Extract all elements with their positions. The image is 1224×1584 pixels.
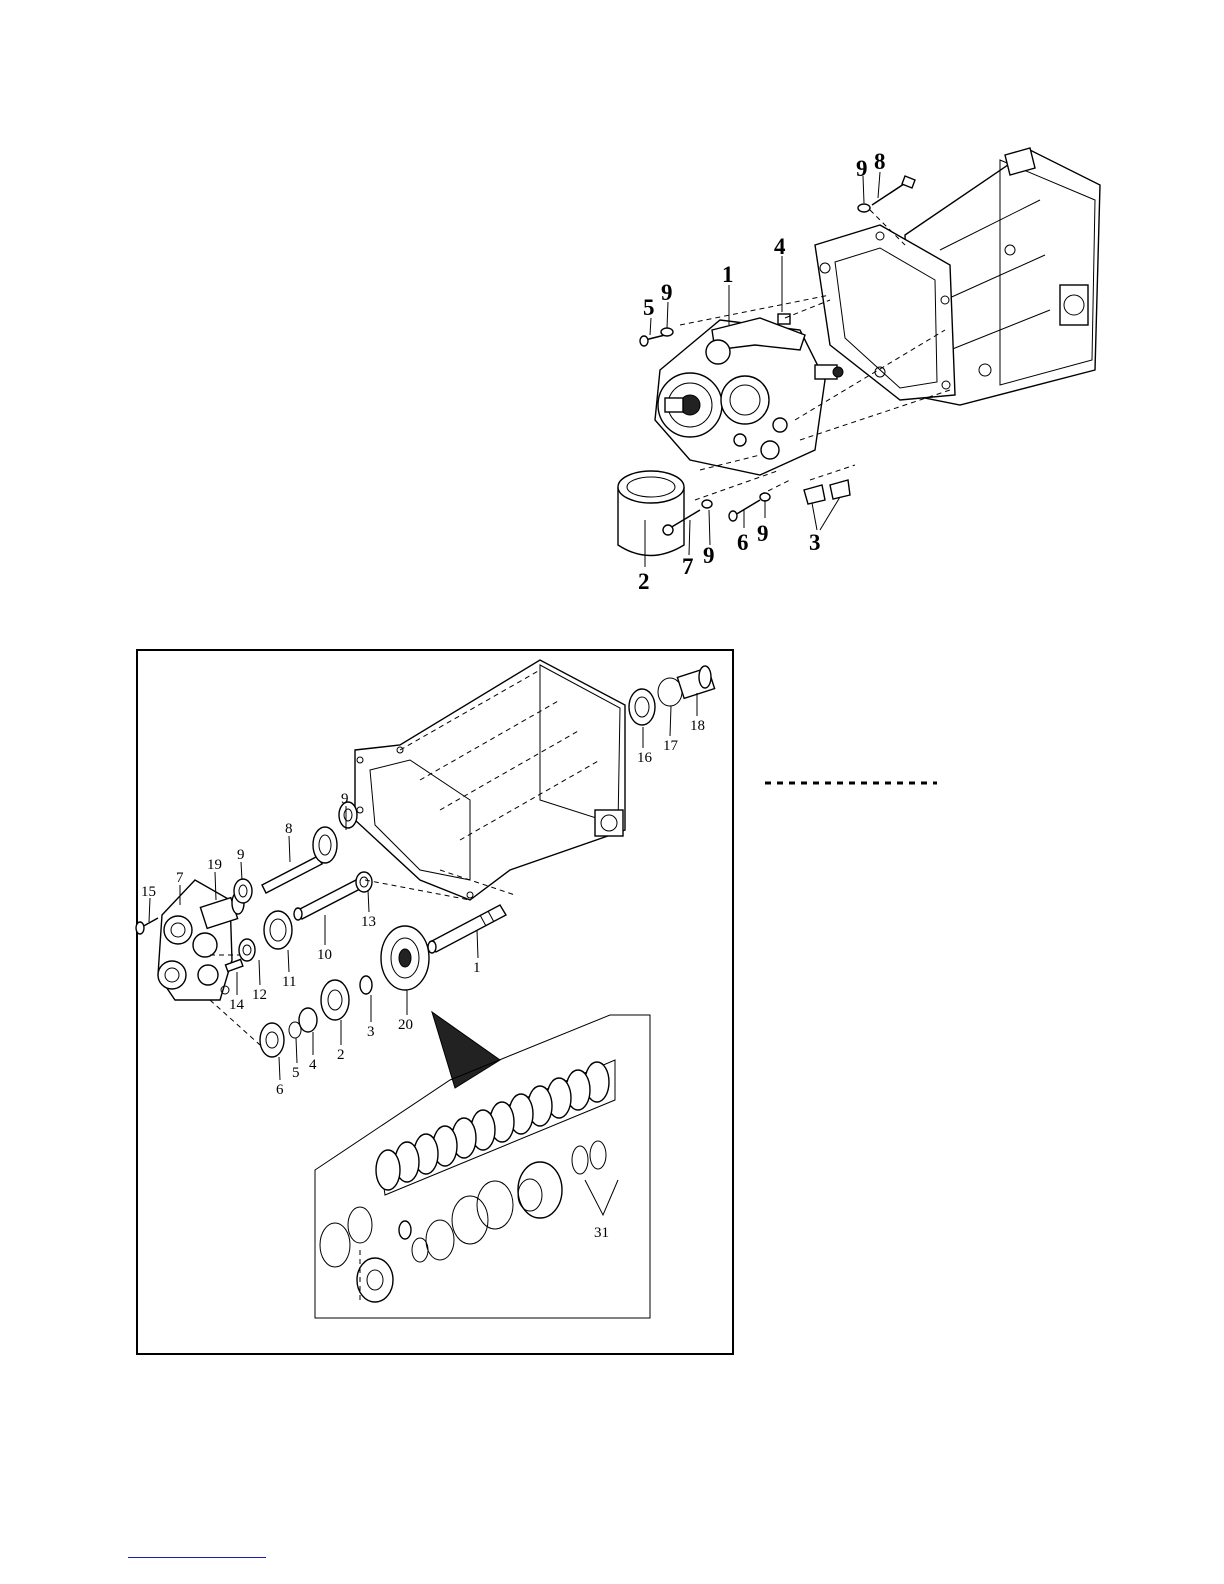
- detail-pointer: [432, 1012, 500, 1088]
- clutch-pack-20: [381, 926, 429, 990]
- callout-bottom-9-upper: 9: [341, 791, 349, 807]
- callout-top-2: 2: [638, 569, 650, 594]
- callout-bottom-6: 6: [276, 1082, 284, 1098]
- callout-bottom-15: 15: [141, 884, 156, 900]
- callout-bottom-18: 18: [690, 718, 705, 734]
- callout-top-3: 3: [809, 530, 821, 555]
- callout-bottom-1: 1: [473, 960, 481, 976]
- callout-bottom-16: 16: [637, 750, 653, 766]
- callout-bottom-10: 10: [317, 947, 332, 963]
- gear-11-bearing-12: [239, 911, 292, 961]
- callout-bottom-20: 20: [398, 1017, 413, 1033]
- callout-top-9-left: 9: [661, 280, 673, 305]
- clutch-discs: [376, 1062, 609, 1190]
- callout-bottom-5: 5: [292, 1065, 300, 1081]
- callout-top-7: 7: [682, 554, 694, 579]
- callout-bottom-2: 2: [337, 1047, 345, 1063]
- hydraulic-pump: [655, 318, 843, 475]
- callout-top-8: 8: [874, 149, 886, 174]
- footer-rule: [128, 1557, 266, 1558]
- bottom-illustration: 1 2 3 4 5 6 7 8 9 9 10 11 12 13 14 15 16…: [136, 660, 715, 1318]
- transmission-housing-top: [815, 148, 1100, 405]
- callout-top-9-right: 9: [757, 521, 769, 546]
- callout-bottom-7: 7: [176, 870, 184, 886]
- callout-top-5: 5: [643, 295, 655, 320]
- top-illustration: 1 2 3 4 5 6 7 8 9 9 9 9: [618, 148, 1100, 594]
- callout-top-6: 6: [737, 530, 749, 555]
- callout-top-9-lower: 9: [703, 543, 715, 568]
- callout-bottom-3: 3: [367, 1024, 375, 1040]
- shaft-10-bearing-13: [294, 872, 372, 920]
- callout-bottom-4: 4: [309, 1057, 317, 1073]
- callout-bottom-17: 17: [663, 738, 679, 754]
- callout-top-9-upper: 9: [856, 156, 868, 181]
- callout-bottom-11: 11: [282, 974, 296, 990]
- callout-bottom-9-lower: 9: [237, 847, 245, 863]
- transmission-housing-bottom: [355, 660, 625, 900]
- callout-bottom-14: 14: [229, 997, 245, 1013]
- main-shaft-1: [428, 905, 506, 953]
- gear-2-and-small-parts: [260, 976, 372, 1057]
- callout-bottom-31: 31: [594, 1225, 609, 1241]
- callout-bottom-19: 19: [207, 857, 222, 873]
- callout-bottom-13: 13: [361, 914, 376, 930]
- callout-bottom-12: 12: [252, 987, 267, 1003]
- cover-plate: [158, 880, 232, 1000]
- callout-top-4: 4: [774, 234, 786, 259]
- bearing-16-ring-17-sleeve-18: [629, 666, 715, 725]
- callout-bottom-8: 8: [285, 821, 293, 837]
- callout-top-1: 1: [722, 262, 734, 287]
- shaft-8: [262, 802, 357, 893]
- filter-canister: [618, 471, 684, 556]
